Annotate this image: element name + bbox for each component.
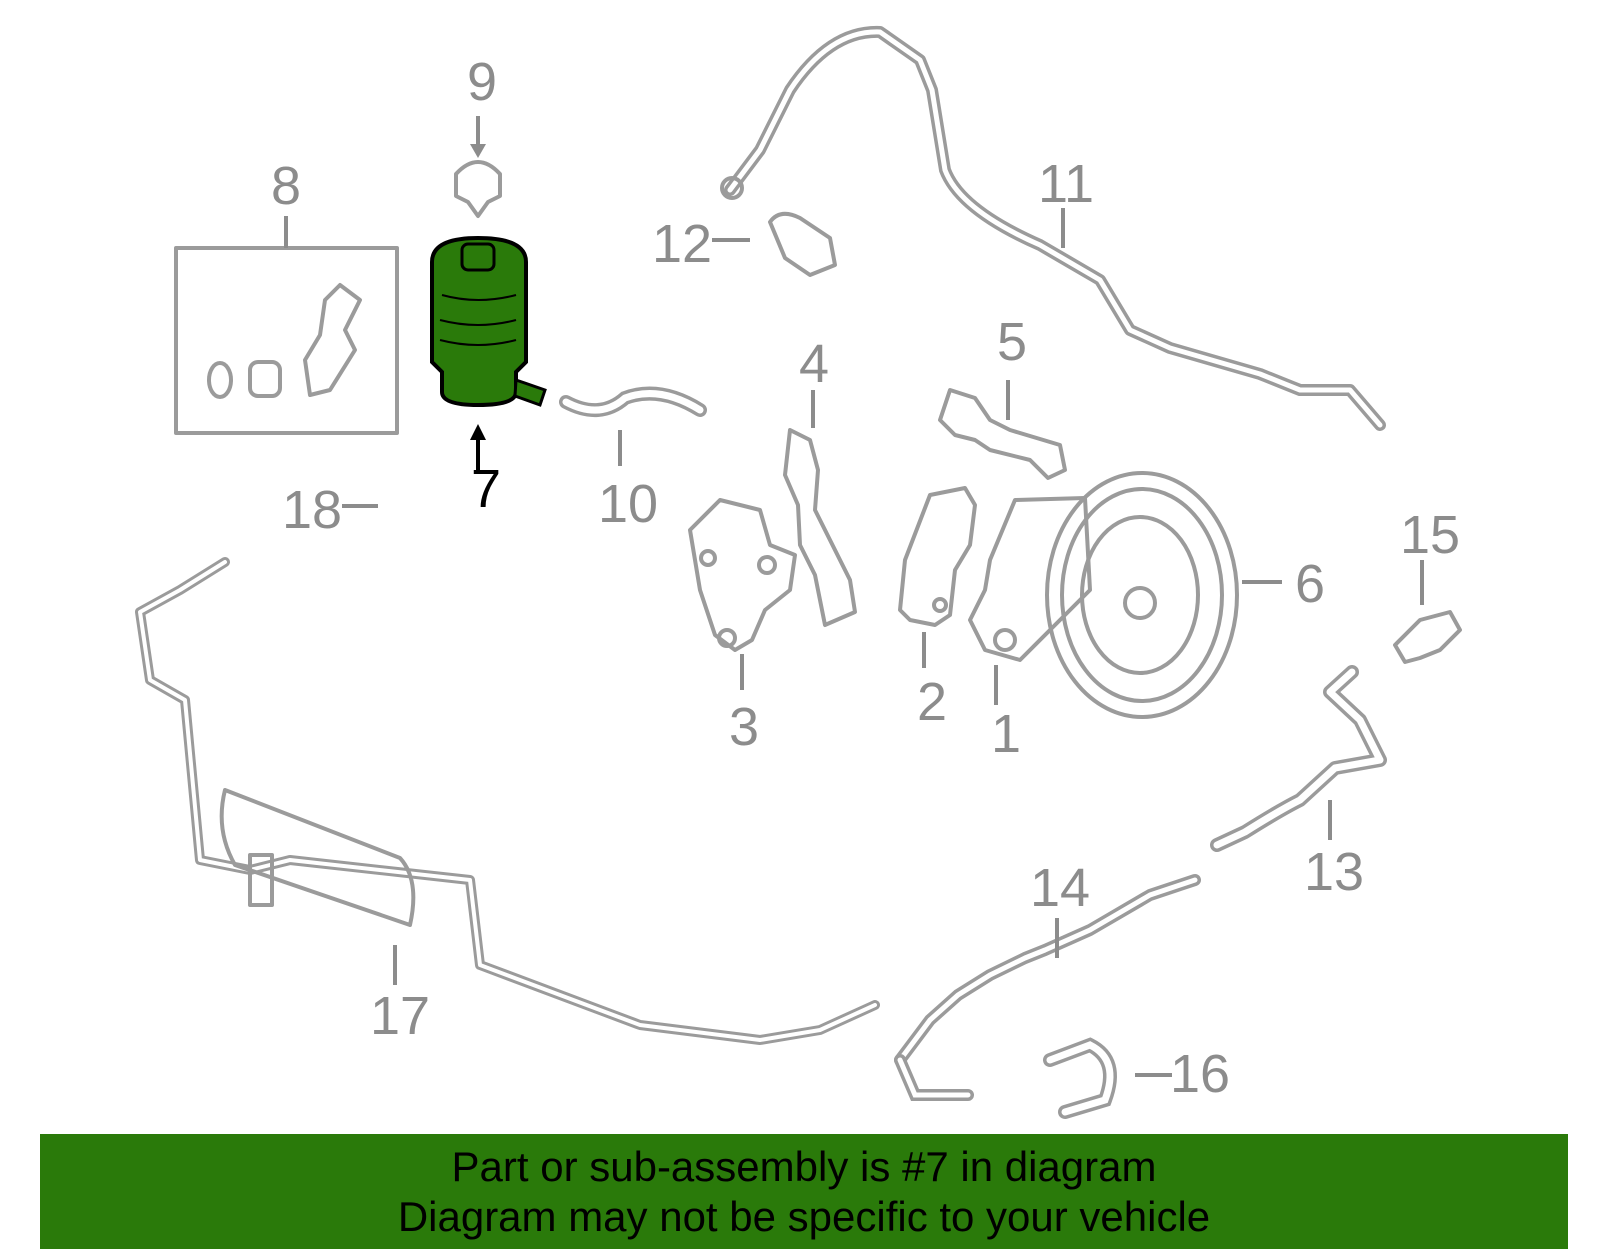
part-13-hose [1210, 665, 1387, 852]
callout-11: 11 [1038, 154, 1094, 214]
banner-line-1: Part or sub-assembly is #7 in diagram [451, 1142, 1157, 1190]
callout-1: 1 [991, 704, 1021, 764]
part-9-cap [454, 116, 502, 218]
part-18-hose [337, 433, 451, 613]
callout-9: 9 [467, 52, 497, 112]
callout-4: 4 [799, 334, 829, 394]
callout-13: 13 [1304, 842, 1364, 902]
callout-18: 18 [282, 480, 342, 540]
callout-8: 8 [271, 156, 301, 216]
callout-17: 17 [370, 986, 430, 1046]
part-12-switch [712, 211, 837, 277]
part-5-bracket [938, 380, 1067, 480]
part-1-pump [968, 496, 1092, 705]
callout-15: 15 [1400, 505, 1460, 565]
part-17-cooler-line [135, 557, 880, 1045]
part-4-bracket [783, 390, 857, 627]
part-7-reservoir [430, 235, 547, 470]
banner-line-2: Diagram may not be specific to your vehi… [397, 1192, 1211, 1240]
callout-7: 7 [471, 459, 501, 519]
part-2-bracket [898, 486, 977, 668]
part-6-pulley [1045, 471, 1282, 719]
callout-12: 12 [652, 214, 712, 274]
part-15-bolt [1393, 560, 1462, 664]
part-11-pressure-line [720, 25, 1386, 431]
info-banner: Part or sub-assembly is #7 in diagram Di… [40, 1134, 1568, 1249]
part-14-hose [894, 874, 1201, 1101]
callout-14: 14 [1030, 858, 1090, 918]
part-3-bracket [688, 498, 797, 690]
part-16-hose [1043, 1037, 1172, 1119]
callout-16: 16 [1170, 1044, 1230, 1104]
part-8-kit [174, 216, 399, 435]
part-10-hose [559, 386, 707, 466]
callout-5: 5 [997, 312, 1027, 372]
callout-6: 6 [1295, 554, 1325, 614]
callout-3: 3 [729, 697, 759, 757]
callout-2: 2 [917, 672, 947, 732]
callout-10: 10 [598, 474, 658, 534]
